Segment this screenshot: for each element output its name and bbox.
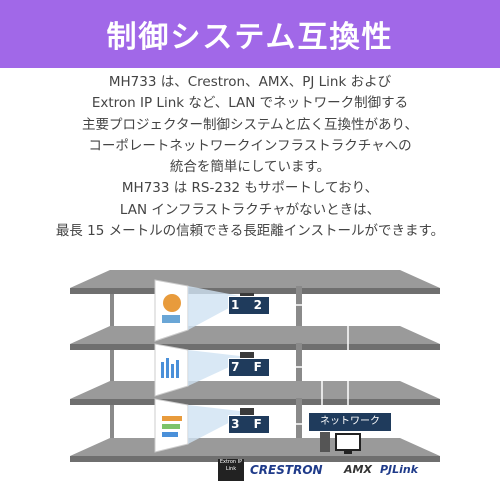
- description-line: LAN インフラストラクチャがないときは、: [119, 201, 381, 218]
- projection-screens: [154, 279, 240, 453]
- description-line: Extron IP Link など、LAN でネットワーク制御する: [91, 95, 409, 112]
- floor-label-12f: 1 2 F: [228, 296, 270, 329]
- computer-icon: [320, 432, 361, 454]
- slab-edge: [70, 399, 440, 405]
- slab-top: [70, 270, 440, 288]
- slab-edge: [70, 456, 440, 462]
- extron-logo: Extron IP Link: [218, 459, 244, 481]
- description-line: 主要プロジェクター制御システムと広く互換性があり、: [81, 116, 418, 133]
- beam-12f: [188, 286, 240, 330]
- beam-7f: [188, 350, 240, 386]
- network-lines: [272, 304, 349, 425]
- network-label: ネットワーク: [308, 412, 392, 432]
- slab-edge: [70, 344, 440, 350]
- description-line: MH733 は、Crestron、AMX、PJ Link および: [108, 74, 392, 90]
- slab-edge: [70, 288, 440, 294]
- pjlink-logo: PJLink: [380, 463, 419, 476]
- floor-label-7f: 7 F: [228, 358, 270, 377]
- floor-label-3f: 3 F: [228, 415, 270, 434]
- description-line: 統合を簡単にしています。: [169, 159, 331, 176]
- beam-3f: [188, 405, 240, 444]
- header-banner: 制御システム互換性: [0, 0, 500, 68]
- description: MH733 は、Crestron、AMX、PJ Link および Extron …: [20, 72, 480, 242]
- amx-logo: AMX: [344, 463, 372, 476]
- slab-bottom: [70, 438, 440, 456]
- crestron-logo: CRESTRON: [250, 463, 323, 477]
- page-title: 制御システム互換性: [106, 20, 394, 55]
- description-line: MH733 は RS-232 もサポートしており、: [121, 180, 379, 197]
- description-line: コーポレートネットワークインフラストラクチャへの: [88, 137, 412, 154]
- pillars: [110, 286, 302, 438]
- slab-mid2: [70, 381, 440, 399]
- description-line: 最長 15 メートルの信頼できる長距離インストールができます。: [55, 223, 445, 240]
